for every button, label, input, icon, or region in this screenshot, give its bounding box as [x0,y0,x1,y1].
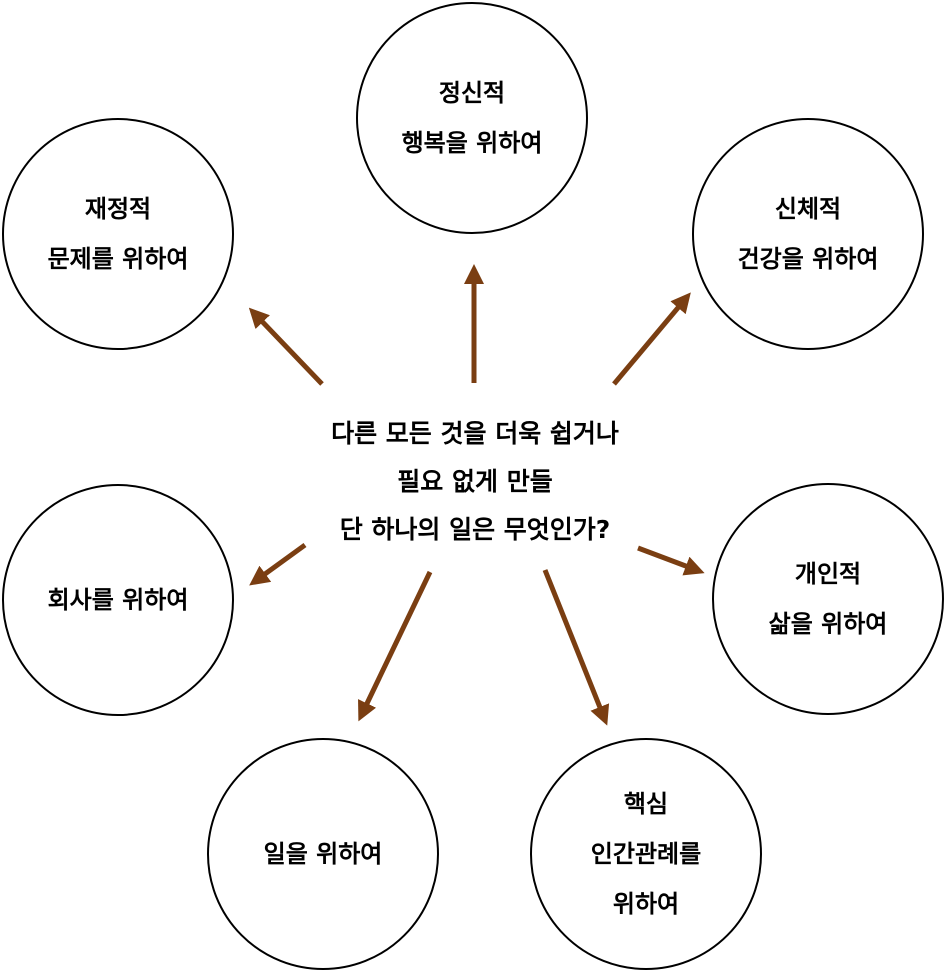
node-mental-line2: 행복을 위하여 [401,129,543,157]
arrow-to-physical [612,292,691,386]
arrow-to-relationships [542,569,610,726]
node-company-line1: 회사를 위하여 [47,586,189,614]
node-relationships: 핵심 인간관례를 위하여 [530,738,762,970]
node-personal: 개인적 삶을 위하여 [712,483,944,715]
center-question-line1: 다른 모든 것을 더욱 쉽거나 [331,419,619,448]
node-mental-line1: 정신적 [438,79,506,107]
node-work: 일을 위하여 [207,738,439,970]
node-work-line1: 일을 위하여 [263,840,383,868]
center-question-line2: 필요 없게 만들 [397,467,553,496]
arrow-to-work [358,570,433,722]
node-financial: 재정적 문제를 위하여 [2,118,234,350]
node-relationships-line3: 위하여 [612,890,680,918]
arrow-to-financial [248,307,324,386]
node-relationships-line2: 인간관례를 [590,840,702,868]
node-physical-line2: 건강을 위하여 [737,245,879,273]
center-question: 다른 모든 것을 더욱 쉽거나 필요 없게 만들 단 하나의 일은 무엇인가? [300,410,650,554]
node-financial-line2: 문제를 위하여 [47,245,189,273]
node-personal-line1: 개인적 [794,560,862,588]
arrow-to-personal [637,545,705,576]
node-physical-line1: 신체적 [774,195,842,223]
node-personal-line2: 삶을 위하여 [768,610,888,638]
center-question-line3: 단 하나의 일은 무엇인가? [339,515,611,544]
node-company: 회사를 위하여 [2,484,234,716]
node-financial-line1: 재정적 [84,195,152,223]
arrow-to-company [249,542,307,586]
node-relationships-line1: 핵심 [623,790,669,818]
node-physical: 신체적 건강을 위하여 [692,118,924,350]
node-mental: 정신적 행복을 위하여 [356,2,588,234]
